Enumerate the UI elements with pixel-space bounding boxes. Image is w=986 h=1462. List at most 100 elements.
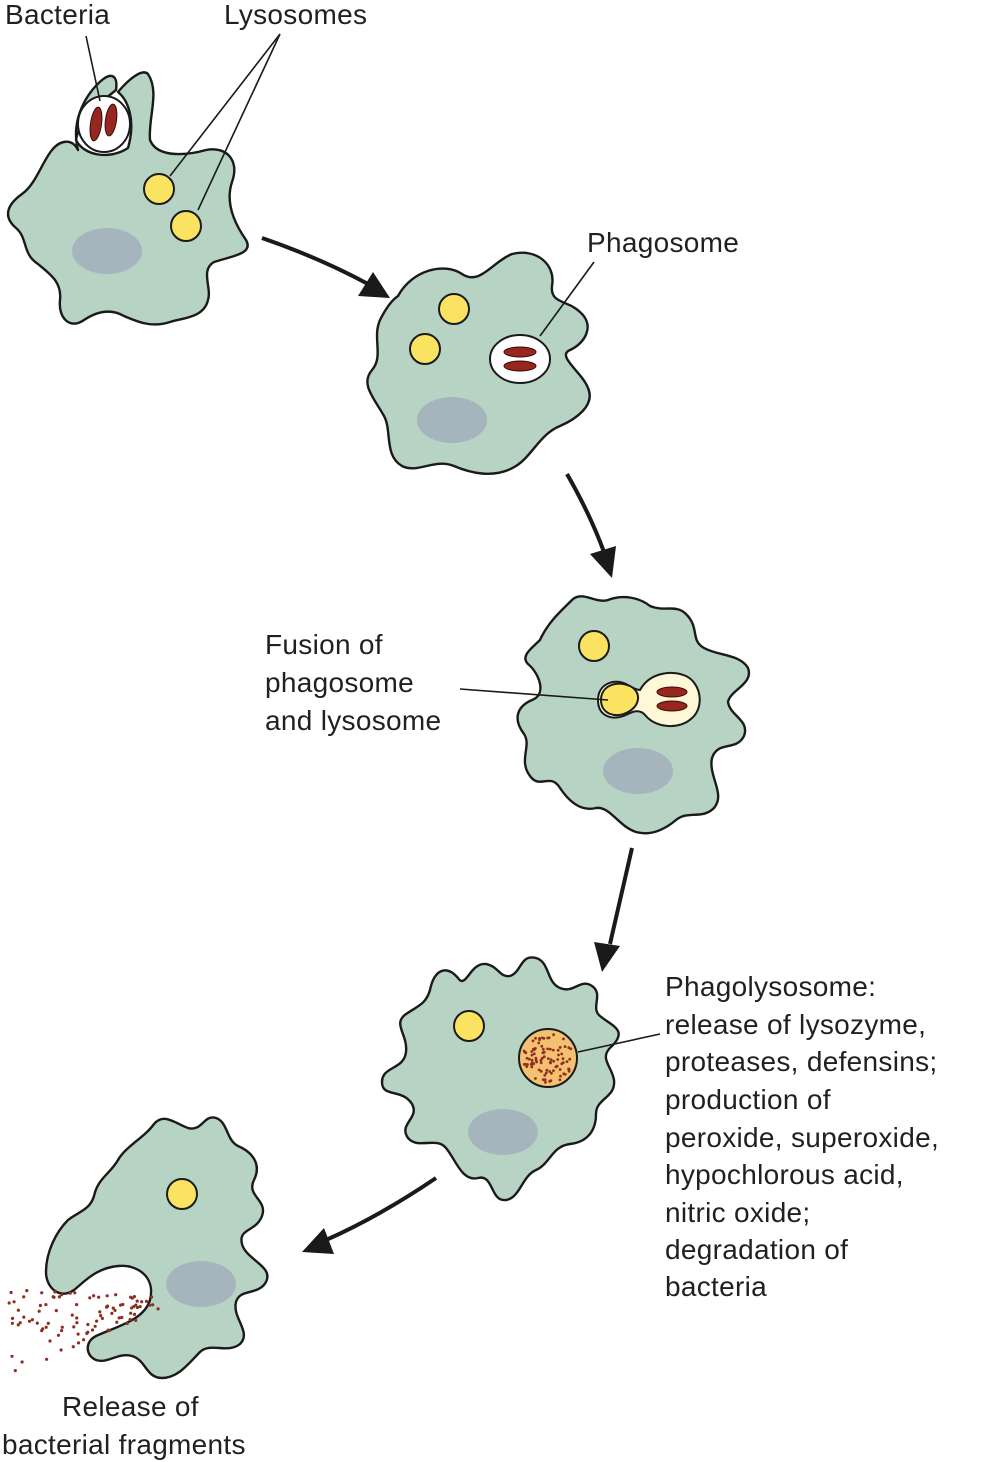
- fragment-dot: [86, 1322, 90, 1327]
- phagolysosome-label-line-6: hypochlorous acid,: [665, 1159, 904, 1190]
- granule-dot: [552, 1059, 556, 1063]
- granule-dot: [530, 1053, 534, 1057]
- phagolysosome-label-line-4: production of: [665, 1084, 831, 1115]
- fragment-dot: [86, 1330, 90, 1334]
- fragment-dot: [22, 1315, 26, 1319]
- fragment-dot: [114, 1293, 118, 1297]
- cell-stage-5: [7, 1116, 269, 1380]
- fragment-dot: [53, 1290, 57, 1294]
- phagolysosome-label-line-3: proteases, defensins;: [665, 1046, 937, 1077]
- granule-dot: [544, 1071, 548, 1075]
- granule-dot: [557, 1053, 560, 1057]
- granule-dot: [567, 1046, 571, 1050]
- granule-dot: [526, 1063, 529, 1066]
- fragment-dot: [144, 1299, 149, 1303]
- fragment-dot: [129, 1295, 133, 1299]
- fragment-dot: [129, 1311, 133, 1315]
- cell-1-lysosome-b: [170, 210, 202, 242]
- cell-1-lysosome-a: [143, 173, 175, 205]
- granule-dot: [561, 1057, 565, 1061]
- fragment-dot: [132, 1295, 136, 1299]
- cell-4-nucleus: [468, 1109, 538, 1155]
- granule-dot: [527, 1057, 531, 1061]
- arrow-1: [261, 236, 390, 298]
- granule-dot: [550, 1071, 553, 1075]
- cell-stage-3: [516, 595, 751, 835]
- cell-1-bacterium-b: [104, 103, 118, 137]
- granule-dot: [563, 1072, 567, 1076]
- granule-dot: [542, 1055, 546, 1059]
- phagolysosome-leader: [577, 1033, 661, 1053]
- fragment-dot: [51, 1295, 55, 1299]
- phagosome-leader: [539, 261, 595, 337]
- fragment-dot: [98, 1310, 102, 1314]
- granule-dot: [522, 1049, 526, 1053]
- cell-2-lysosome-a: [438, 293, 470, 325]
- granule-dot: [556, 1058, 560, 1061]
- cell-5-lysosome: [166, 1178, 198, 1210]
- granule-dot: [552, 1069, 555, 1073]
- fragment-dot: [27, 1319, 32, 1323]
- fusion-label-line-2: phagosome: [265, 667, 414, 698]
- granule-dot: [539, 1070, 543, 1073]
- granule-dot: [547, 1057, 550, 1060]
- fragment-dot: [35, 1321, 39, 1325]
- granule-dot: [532, 1052, 536, 1056]
- cell-2-membrane: [366, 251, 591, 475]
- granule-dot: [538, 1036, 541, 1040]
- fragment-dot: [75, 1303, 79, 1307]
- granule-dot: [554, 1065, 558, 1069]
- granule-dot: [560, 1052, 564, 1056]
- granule-dot: [539, 1061, 543, 1065]
- fragment-dot: [88, 1296, 92, 1300]
- phagosome-label: Phagosome: [587, 227, 739, 258]
- cell-3-bacterium-a: [656, 686, 688, 698]
- granule-dot: [534, 1058, 538, 1062]
- bacteria-label: Bacteria: [5, 0, 110, 30]
- granule-dot: [540, 1044, 544, 1048]
- granule-dot: [542, 1037, 546, 1040]
- fragment-dot: [16, 1323, 20, 1327]
- fusion-label-line-3: and lysosome: [265, 705, 441, 736]
- fragment-dot: [115, 1320, 119, 1324]
- granule-dot: [565, 1060, 569, 1063]
- cell-3-fusing-lysosome: [599, 682, 639, 717]
- granule-dot: [549, 1079, 553, 1082]
- cell-4-lysosome: [453, 1010, 485, 1042]
- fragment-dot: [25, 1289, 29, 1293]
- granule-dot: [543, 1073, 547, 1077]
- fragment-dot: [100, 1316, 104, 1320]
- granule-dot: [525, 1056, 529, 1060]
- granule-dot: [530, 1050, 534, 1053]
- fragment-dot: [93, 1324, 97, 1328]
- granule-dot: [552, 1033, 555, 1037]
- fragment-dot: [40, 1291, 44, 1295]
- fragment-dot: [111, 1306, 115, 1310]
- fragment-dot: [135, 1305, 139, 1310]
- fragment-dot: [125, 1321, 129, 1325]
- fragment-dot: [76, 1341, 81, 1345]
- fragment-dot: [75, 1321, 79, 1325]
- lysosomes-label: Lysosomes: [224, 0, 367, 30]
- fragment-dot: [132, 1312, 137, 1316]
- granule-dot: [532, 1047, 535, 1051]
- phagolysosome-label-line-2: release of lysozyme,: [665, 1009, 926, 1040]
- bacterial-fragments: [7, 1289, 160, 1373]
- cell-3-bacterium-b: [656, 700, 688, 712]
- granule-dot: [548, 1070, 552, 1073]
- granule-dot: [545, 1068, 549, 1072]
- cell-3-nucleus: [603, 748, 673, 794]
- fragment-dot: [105, 1294, 109, 1298]
- fragment-dot: [9, 1290, 13, 1295]
- granule-dot: [559, 1074, 562, 1078]
- granule-dot: [562, 1037, 565, 1041]
- release-label-line-2: bacterial fragments: [2, 1429, 246, 1460]
- fragment-dot: [10, 1316, 15, 1320]
- fragment-dot: [70, 1313, 74, 1317]
- phagosome: [489, 334, 551, 384]
- fragment-dot: [90, 1328, 95, 1332]
- fragment-dot: [95, 1319, 99, 1323]
- granule-dot: [567, 1069, 571, 1073]
- granule-dot: [558, 1068, 562, 1071]
- fragment-dot: [117, 1316, 121, 1320]
